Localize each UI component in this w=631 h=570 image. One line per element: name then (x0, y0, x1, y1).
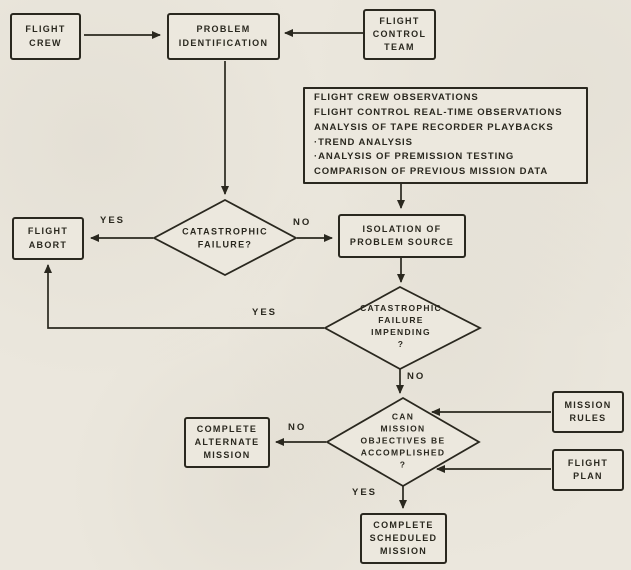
flight-plan-label: FLIGHT PLAN (567, 457, 609, 481)
flight-crew-label: FLIGHT CREW (25, 24, 66, 48)
data-sources-list: FLIGHT CREW OBSERVATIONS FLIGHT CONTROL … (314, 92, 563, 177)
complete-scheduled-mission-label: COMPLETE SCHEDULED MISSION (369, 519, 438, 557)
catastrophic-failure-label: CATASTROPHIC FAILURE? (182, 226, 268, 249)
isolation-of-problem-source-label: ISOLATION OF PROBLEM SOURCE (349, 223, 455, 247)
failure-no-label: NO (293, 217, 312, 228)
catastrophic-failure-diamond (152, 198, 298, 277)
impending-yes-label: YES (252, 307, 278, 318)
catastrophic-failure-impending-label: CATASTROPHIC FAILURE IMPENDING ? (360, 303, 442, 349)
complete-alternate-mission-label: COMPLETE ALTERNATE MISSION (194, 423, 260, 461)
mission-rules-box: MISSION RULES (552, 391, 624, 433)
failure-yes-label: YES (100, 215, 126, 226)
mission-objectives-label: CAN MISSION OBJECTIVES BE ACCOMPLISHED ? (360, 411, 446, 469)
flight-abort-box: FLIGHT ABORT (12, 217, 84, 260)
catastrophic-failure-impending-diamond (323, 285, 482, 371)
mission-objectives-diamond (325, 396, 481, 488)
isolation-of-problem-source-box: ISOLATION OF PROBLEM SOURCE (338, 214, 466, 258)
objectives-yes-label: YES (352, 487, 378, 498)
flight-control-team-label: FLIGHT CONTROL TEAM (372, 15, 427, 53)
impending-no-label: NO (407, 371, 426, 382)
complete-alternate-mission-box: COMPLETE ALTERNATE MISSION (184, 417, 270, 468)
problem-identification-label: PROBLEM IDENTIFICATION (178, 24, 269, 48)
problem-identification-box: PROBLEM IDENTIFICATION (167, 13, 280, 60)
flight-abort-label: FLIGHT ABORT (27, 226, 69, 250)
data-sources-box: FLIGHT CREW OBSERVATIONS FLIGHT CONTROL … (303, 87, 588, 184)
edge-impending-yes-to-abort (44, 264, 324, 329)
flight-crew-box: FLIGHT CREW (10, 13, 81, 60)
flight-control-team-box: FLIGHT CONTROL TEAM (363, 9, 436, 60)
flight-plan-box: FLIGHT PLAN (552, 449, 624, 491)
mission-rules-label: MISSION RULES (564, 399, 612, 423)
complete-scheduled-mission-box: COMPLETE SCHEDULED MISSION (360, 513, 447, 564)
objectives-no-label: NO (288, 422, 307, 433)
